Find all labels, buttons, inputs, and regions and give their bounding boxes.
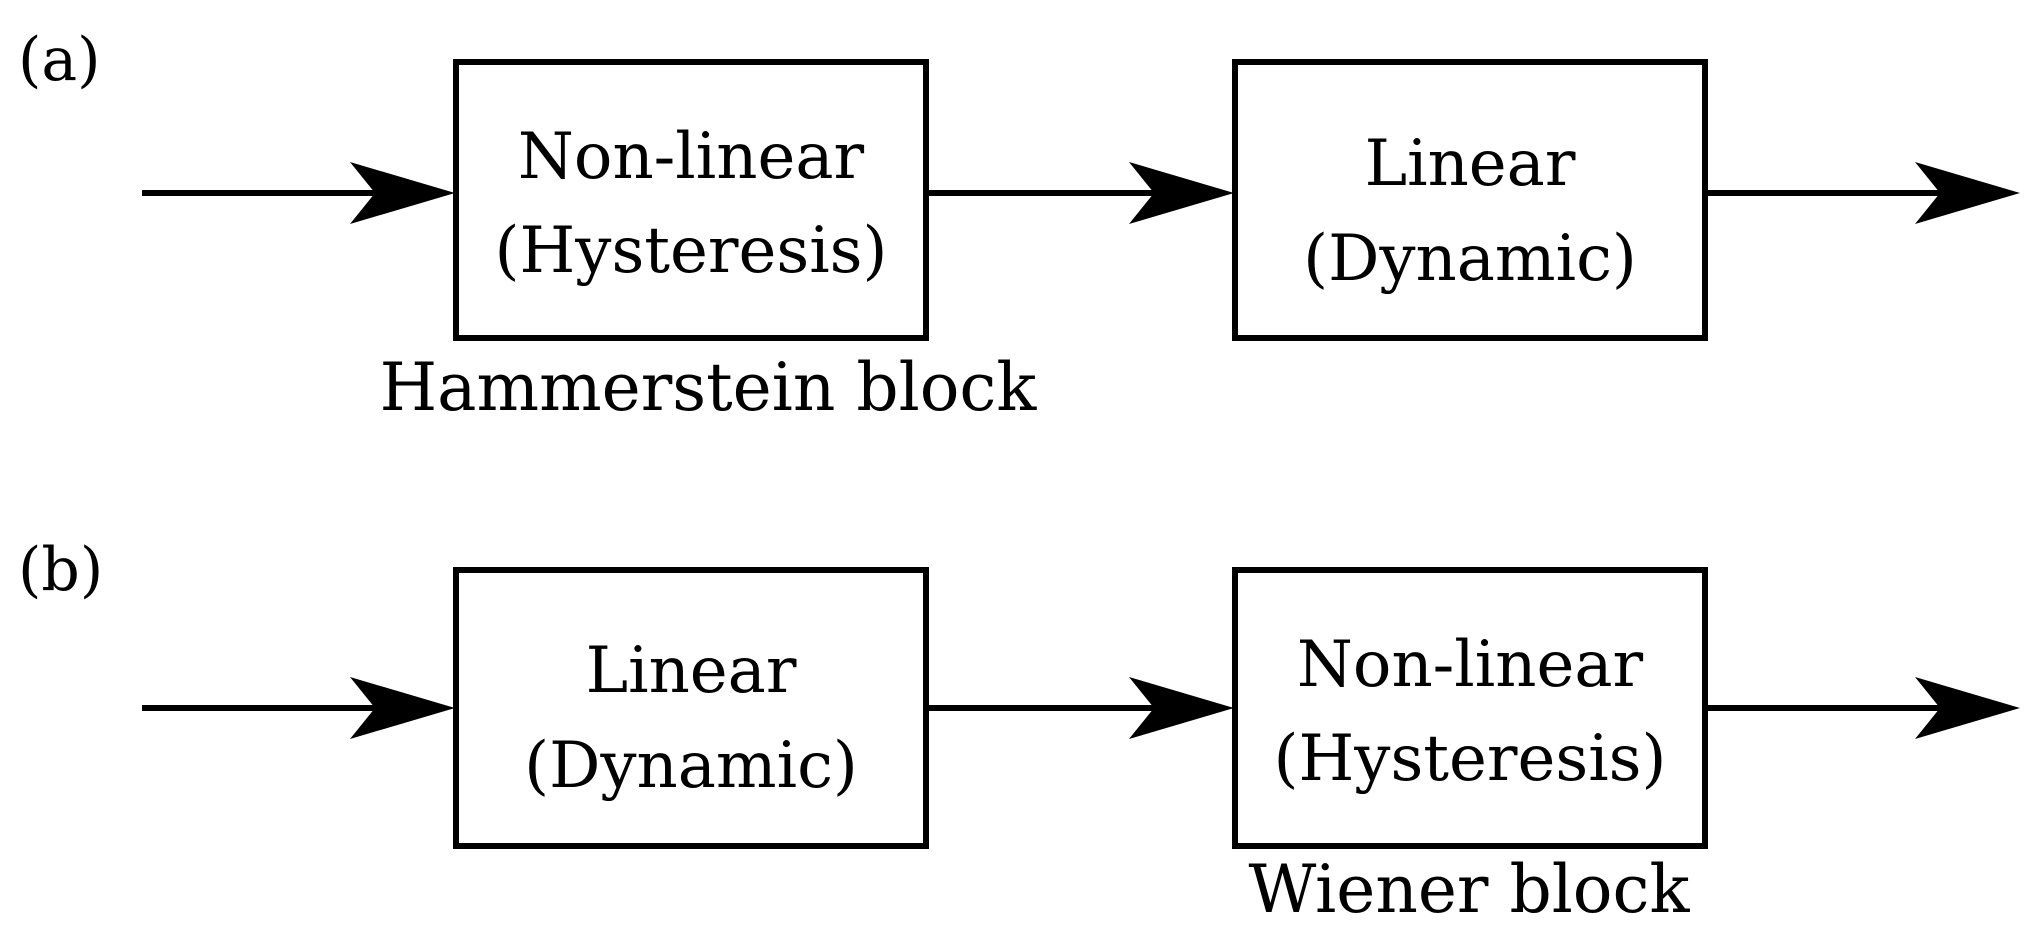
block-title: Non-linear <box>1297 628 1644 702</box>
input-arrow-a <box>142 162 455 224</box>
output-arrow-b <box>1705 677 2020 739</box>
block-subtitle: (Hysteresis) <box>495 214 888 288</box>
linear-dynamic-block-a: Linear (Dynamic) <box>1232 59 1708 341</box>
caption-hammerstein-block: Hammerstein block <box>380 349 1038 426</box>
input-arrow-b <box>142 677 455 739</box>
caption-wiener-block: Wiener block <box>1249 851 1691 928</box>
connector-arrow-b <box>926 677 1234 739</box>
nonlinear-hysteresis-block-a: Non-linear (Hysteresis) <box>453 59 929 341</box>
panel-label-a: (a) <box>18 25 101 95</box>
block-title: Linear <box>1365 127 1576 201</box>
connector-arrow-a <box>926 162 1234 224</box>
block-title: Non-linear <box>518 120 865 194</box>
panel-a: (a) Non-linear (Hysteresis) Linear (Dyna… <box>18 25 2020 426</box>
block-subtitle: (Dynamic) <box>524 729 858 803</box>
panel-b: (b) Linear (Dynamic) Non-linear (Hystere… <box>18 535 2020 928</box>
output-arrow-a <box>1705 162 2020 224</box>
nonlinear-hysteresis-block-b: Non-linear (Hysteresis) <box>1232 567 1708 849</box>
block-subtitle: (Hysteresis) <box>1274 722 1667 796</box>
block-subtitle: (Dynamic) <box>1303 222 1637 296</box>
linear-dynamic-block-b: Linear (Dynamic) <box>453 567 929 849</box>
block-title: Linear <box>586 634 797 708</box>
panel-label-b: (b) <box>18 535 103 605</box>
